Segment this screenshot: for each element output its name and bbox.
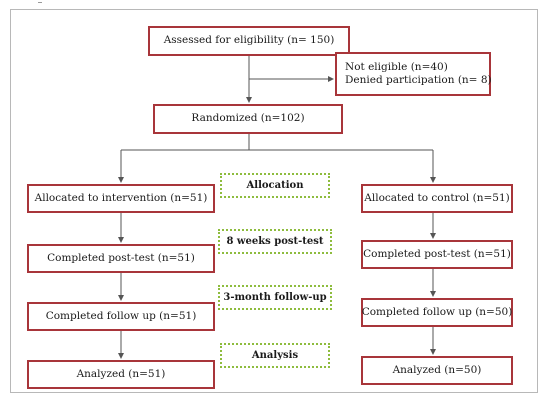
control-analyzed-box: Analyzed (n=50) — [361, 356, 513, 385]
denied-participation-label: Denied participation (n= 8) — [345, 74, 492, 86]
randomized-box: Randomized (n=102) — [153, 104, 343, 134]
control-posttest-box: Completed post-test (n=51) — [361, 240, 513, 269]
intervention-posttest-label: Completed post-test (n=51) — [47, 251, 195, 264]
intervention-analyzed-label: Analyzed (n=51) — [76, 367, 166, 380]
intervention-allocated-box: Allocated to intervention (n=51) — [27, 184, 215, 213]
control-followup-box: Completed follow up (n=50) — [361, 298, 513, 327]
stage-followup-label: 3-month follow-up — [223, 292, 327, 303]
stage-posttest-label: 8 weeks post-test — [226, 236, 324, 247]
stage-allocation: Allocation — [220, 173, 330, 198]
randomized-label: Randomized (n=102) — [191, 112, 305, 125]
intervention-followup-box: Completed follow up (n=51) — [27, 302, 215, 331]
stage-analysis: Analysis — [220, 343, 330, 368]
intervention-allocated-label: Allocated to intervention (n=51) — [34, 191, 208, 204]
not-eligible-label: Not eligible (n=40) — [345, 60, 448, 73]
assessed-box: Assessed for eligibility (n= 150) — [148, 26, 350, 56]
stage-followup: 3-month follow-up — [218, 285, 332, 310]
intervention-followup-label: Completed follow up (n=51) — [45, 309, 197, 322]
intervention-posttest-box: Completed post-test (n=51) — [27, 244, 215, 273]
excluded-box: Not eligible (n=40) Denied participation… — [335, 52, 492, 96]
corner-mark — [38, 2, 42, 3]
assessed-label: Assessed for eligibility (n= 150) — [163, 34, 335, 47]
stage-analysis-label: Analysis — [251, 350, 299, 361]
control-posttest-label: Completed post-test (n=51) — [363, 247, 511, 260]
control-allocated-box: Allocated to control (n=51) — [361, 184, 513, 213]
stage-allocation-label: Allocation — [246, 180, 304, 191]
control-analyzed-label: Analyzed (n=50) — [392, 363, 482, 376]
intervention-analyzed-box: Analyzed (n=51) — [27, 360, 215, 389]
stage-posttest: 8 weeks post-test — [218, 229, 332, 254]
control-followup-label: Completed follow up (n=50) — [361, 305, 513, 318]
control-allocated-label: Allocated to control (n=51) — [364, 191, 510, 204]
